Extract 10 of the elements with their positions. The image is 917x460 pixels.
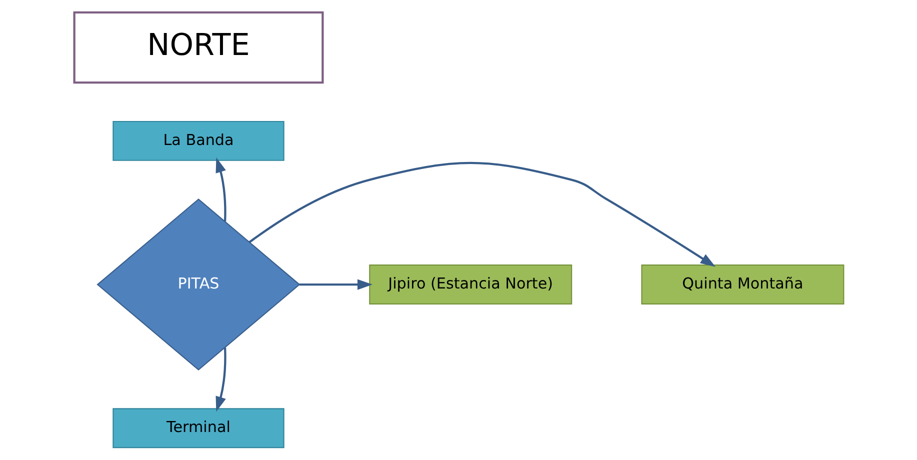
node-box: NORTE xyxy=(72,11,324,84)
node-box: Quinta Montaña xyxy=(640,264,844,304)
node-box: Jipiro (Estancia Norte) xyxy=(368,264,572,304)
arrow xyxy=(298,279,372,290)
node-box: La Banda xyxy=(112,120,284,161)
node-box: Terminal xyxy=(112,408,284,448)
node-diamond: PITAS xyxy=(96,198,300,371)
arrow xyxy=(215,348,226,412)
arrow xyxy=(248,162,715,267)
arrow xyxy=(215,157,226,222)
